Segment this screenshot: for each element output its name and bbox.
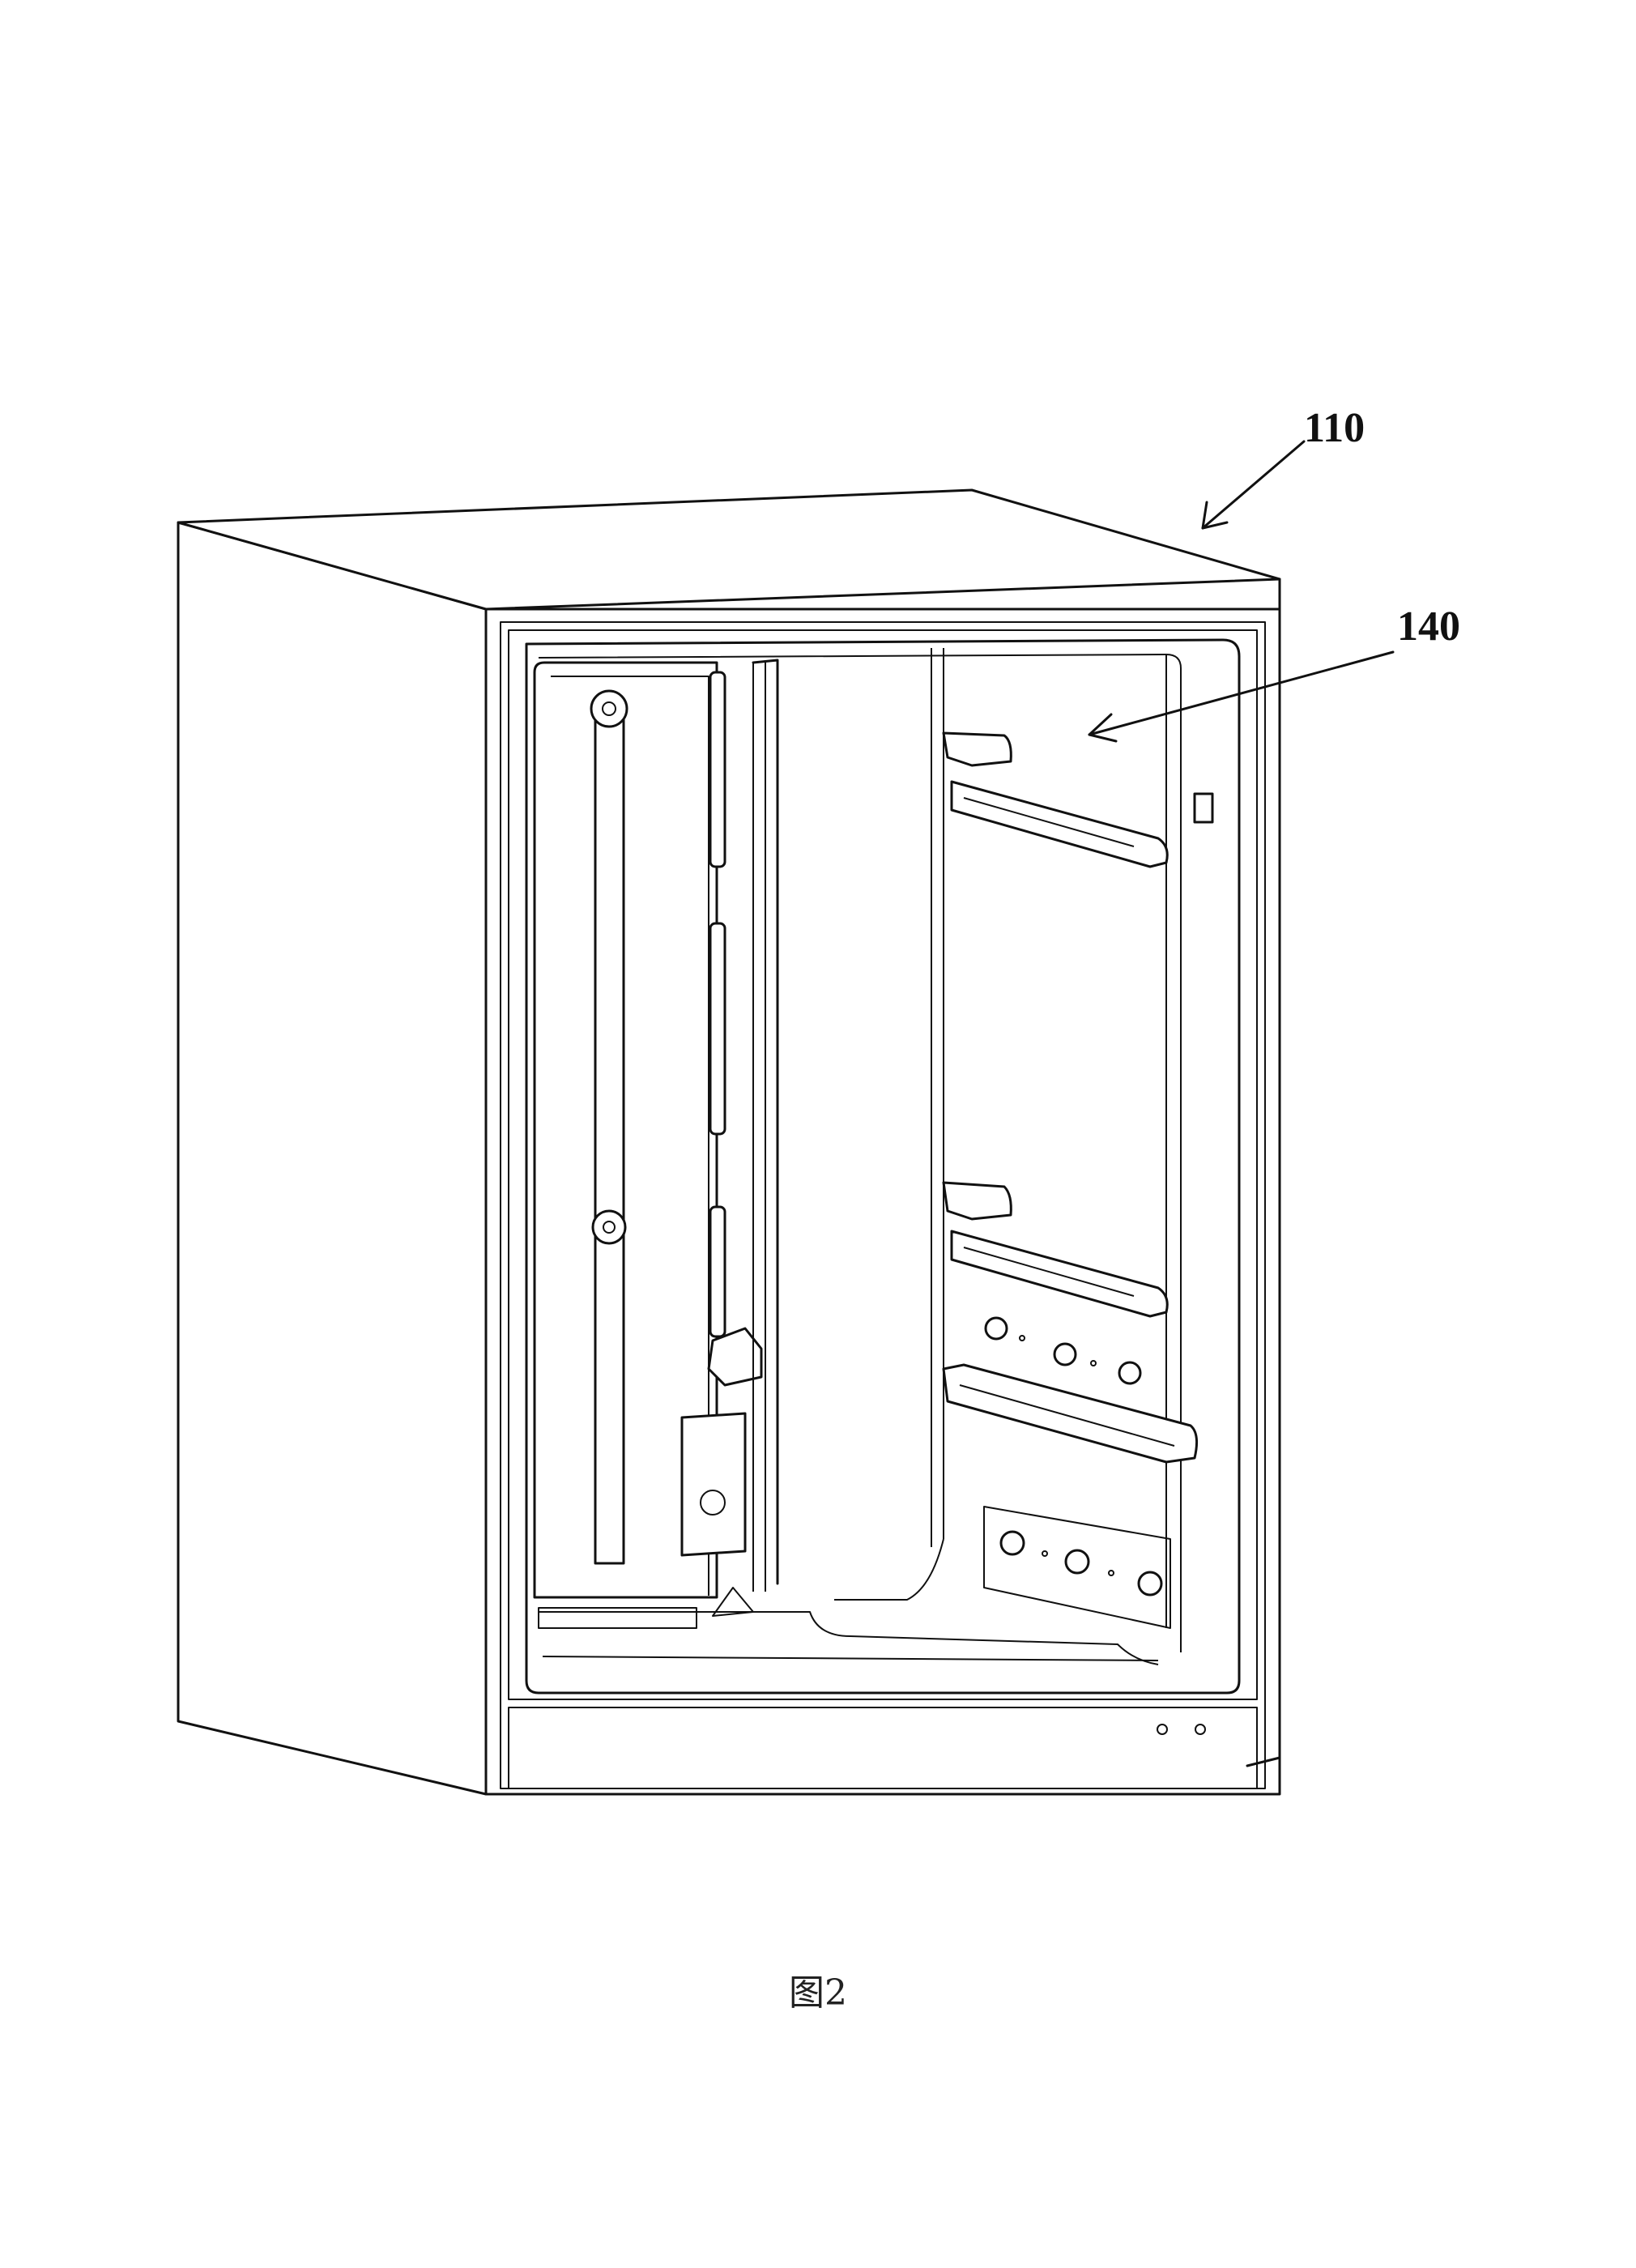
label-140: 140 xyxy=(1397,603,1460,650)
screw-row-upper xyxy=(984,1316,1142,1385)
side-clip xyxy=(707,1327,763,1387)
vertical-rail xyxy=(594,707,625,1565)
cabinet-base-plinth xyxy=(508,1707,1258,1789)
label-110: 110 xyxy=(1304,405,1365,451)
left-panel xyxy=(533,661,763,1629)
figure-caption: 图2 xyxy=(789,1972,847,2014)
shelf-rail-lower xyxy=(942,1363,1199,1464)
shelf-rails xyxy=(942,731,1214,1629)
inner-liner xyxy=(525,638,1241,1695)
base-screw xyxy=(1195,1724,1206,1735)
center-divider xyxy=(752,659,779,1592)
cabinet-left-side xyxy=(177,521,488,1796)
shelf-rail-upper xyxy=(942,731,1169,868)
arrow-110 xyxy=(1201,440,1306,530)
rail-knob xyxy=(590,689,628,728)
slot xyxy=(709,1205,726,1338)
arrow-140 xyxy=(1088,650,1395,743)
lower-bracket xyxy=(680,1412,747,1557)
wall-tab xyxy=(1193,792,1214,824)
base-screw xyxy=(1157,1724,1168,1735)
slot xyxy=(709,671,726,868)
rail-knob xyxy=(591,1209,627,1245)
cabinet-body xyxy=(177,488,1281,1796)
screw-plate-lower xyxy=(983,1506,1171,1629)
slot xyxy=(709,922,726,1136)
shelf-rail-middle xyxy=(942,1181,1169,1318)
